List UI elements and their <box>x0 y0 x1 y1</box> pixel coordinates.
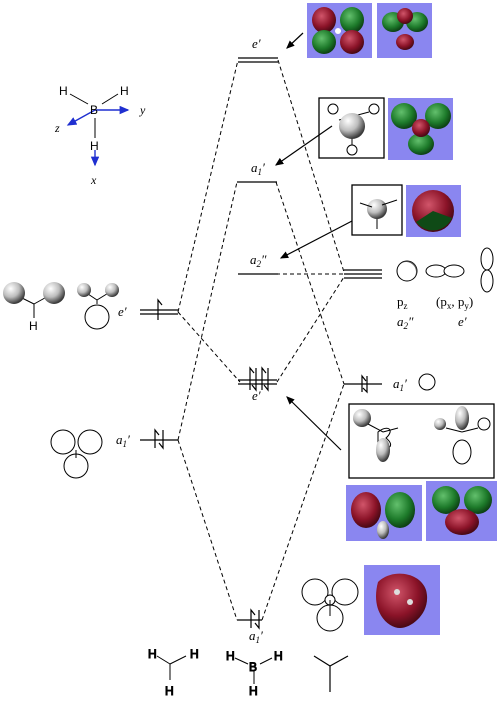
axis-H3: H <box>90 139 99 153</box>
label-pz: pz <box>397 294 408 311</box>
axis-z-label: z <box>54 121 60 135</box>
panel-e-top-2 <box>377 3 432 58</box>
axis-x-label: x <box>90 173 97 187</box>
structure-b <box>313 655 349 692</box>
label-pxy: (px, py) <box>436 294 473 311</box>
boron-py-orbital <box>480 247 494 293</box>
svg-text:H: H <box>165 684 174 698</box>
axis-triad: B H H H z y x <box>54 84 146 187</box>
electrons <box>154 298 368 630</box>
axis-H2: H <box>120 84 129 98</box>
label-pxy-sym: e′ <box>458 314 467 329</box>
level-labels: e′ a1′ e′ a1′ a2″ e′ a1′ a1′ pz a2″ (px,… <box>116 36 473 645</box>
label-a1-antibond: a1′ <box>251 160 265 177</box>
label-a1-bond: a1′ <box>249 628 263 645</box>
axis-B: B <box>90 103 98 117</box>
panel-e-bond-2 <box>426 481 497 541</box>
boron-s-orbital <box>418 373 436 391</box>
label-e-bond: e′ <box>252 388 261 403</box>
boron-px-orbital <box>425 264 465 278</box>
panel-e-bond-1 <box>346 485 422 541</box>
structure-h3: H H H <box>148 647 200 699</box>
h3-e-orbital-1: H <box>3 282 65 333</box>
energy-levels <box>140 57 382 621</box>
axis-H1: H <box>59 84 68 98</box>
label-pz-sym: a2″ <box>397 314 414 331</box>
callout-e-bond <box>348 403 495 479</box>
label-top-e: e′ <box>252 36 261 51</box>
svg-text:H: H <box>226 649 235 663</box>
svg-text:H: H <box>148 647 157 661</box>
svg-text:B: B <box>249 660 257 674</box>
bottom-a1-sketch <box>301 578 359 632</box>
label-a2-nb: a2″ <box>250 252 267 269</box>
callout-a2 <box>351 184 403 236</box>
panel-a2 <box>406 185 461 237</box>
structure-bh3: H B H H <box>226 649 284 699</box>
label-left-e: e′ <box>118 304 127 319</box>
svg-text:H: H <box>249 684 258 698</box>
svg-text:H: H <box>274 649 283 663</box>
axis-y-label: y <box>139 103 146 117</box>
h3-e-orbital-2 <box>77 283 119 330</box>
panel-e-top-1 <box>307 3 372 58</box>
h3-a1-orbital <box>50 429 103 479</box>
panel-a1-bond <box>364 565 440 635</box>
svg-text:H: H <box>190 647 199 661</box>
correlation-lines <box>177 59 345 621</box>
label-right-a1: a1′ <box>393 376 407 393</box>
panel-a1-antibond <box>388 98 453 160</box>
boron-pz-orbital <box>396 260 418 282</box>
pointer-arrows <box>275 32 353 451</box>
label-left-a1: a1′ <box>116 432 130 449</box>
svg-text:H: H <box>29 319 38 333</box>
